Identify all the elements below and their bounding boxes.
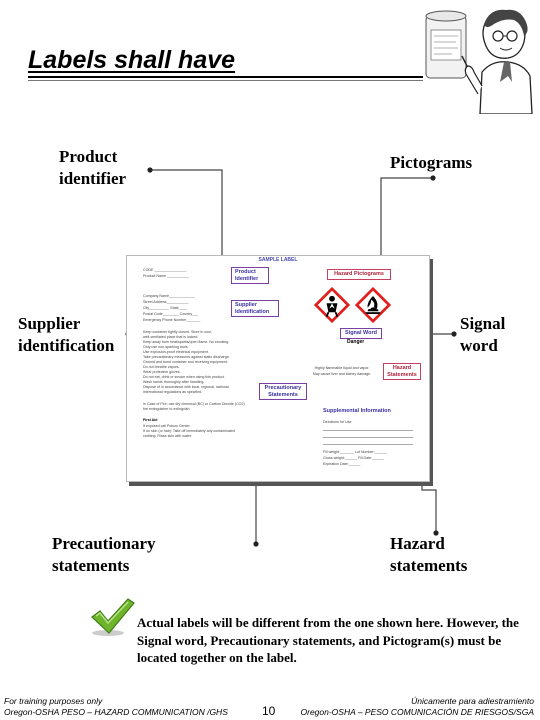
- first-aid-heading: First Aid: [143, 418, 158, 422]
- callout-pictograms: Pictograms: [390, 153, 473, 172]
- product-field-code: CODE ________________: [143, 268, 187, 272]
- callout-precautionary-statements: Precautionary statements: [52, 534, 156, 575]
- tag-hazard-statements: Hazard Statements: [383, 363, 421, 380]
- tag-hazard-pictograms: Hazard Pictograms: [327, 269, 391, 280]
- footer-right-line1: Únicamente para adiestramiento: [411, 696, 534, 706]
- supplier-field-postal: Postal Code________ Country___: [143, 312, 199, 316]
- title-rule: [28, 76, 423, 78]
- precaution-line: well-ventilated place that is locked.: [143, 335, 199, 339]
- precaution-line: fire extinguisher to extinguish.: [143, 407, 191, 411]
- precaution-line: international regulations as specified.: [143, 390, 203, 394]
- footer-left-line1: For training purposes only: [4, 696, 103, 706]
- callout-product-identifier: Product identifier: [59, 147, 127, 188]
- footer-right-line2: Oregon-OSHA – PESO COMUNICACIÓN DE RIESG…: [300, 707, 535, 717]
- health-hazard-icon: [314, 287, 350, 323]
- supplemental-line: Directions for Use: [323, 420, 352, 424]
- footer-right: Únicamente para adiestramiento Oregon-OS…: [301, 696, 535, 718]
- signal-word-danger: Danger: [347, 339, 365, 345]
- supplemental-rule: [323, 430, 413, 431]
- precaution-line: Ground and bond container and receiving …: [143, 360, 228, 364]
- tag-signal-word: Signal Word: [340, 328, 382, 339]
- professor-illustration: [425, 9, 533, 114]
- flame-icon: [355, 287, 391, 323]
- supplemental-line: Fill weight:_______ Lot Number:______: [323, 450, 387, 454]
- supplier-field-phone: Emergency Phone Number_______: [143, 318, 201, 322]
- tag-product-identifier: Product Identifier: [231, 267, 269, 284]
- precaution-line: If on skin (or hair): Take off immediate…: [143, 429, 235, 433]
- precaution-line: Take precautionary measures against stat…: [143, 355, 230, 359]
- supplemental-line: Expiration Date:______: [323, 462, 361, 466]
- precaution-line: Use explosion-proof electrical equipment…: [143, 350, 209, 354]
- precaution-line: Do not breathe vapors.: [143, 365, 180, 369]
- precaution-line: Wear protective gloves.: [143, 370, 181, 374]
- footer-left: For training purposes only Oregon-OSHA P…: [4, 696, 228, 718]
- precaution-line: Keep away from heat/sparks/open flame. N…: [143, 340, 230, 344]
- sample-label: SAMPLE LABEL CODE ________________ Produ…: [126, 255, 430, 482]
- sample-label-title: SAMPLE LABEL: [258, 257, 298, 263]
- supplemental-rule: [323, 437, 413, 438]
- precaution-line: Wash hands thoroughly after handling.: [143, 380, 205, 384]
- supplemental-line: Gross weight:______ Fill Date:______: [323, 456, 385, 460]
- title-rule-secondary: [28, 80, 423, 81]
- hazard-statement-line: May cause liver and kidney damage.: [312, 372, 372, 376]
- supplemental-rule: [323, 444, 413, 445]
- callout-signal-word: Signal word: [460, 314, 506, 355]
- precaution-line: Keep container tightly closed. Store in …: [143, 330, 212, 334]
- precaution-line: clothing. Rinse skin with water.: [143, 434, 192, 438]
- slide-title: Labels shall have: [28, 46, 236, 74]
- callout-hazard-statements: Hazard statements: [390, 534, 468, 575]
- footer-left-line2: Oregon-OSHA PESO – HAZARD COMMUNICATION …: [4, 707, 228, 717]
- supplemental-information-heading: Supplemental Information: [323, 408, 391, 414]
- supplier-field-street: Street Address___________: [143, 300, 189, 304]
- callout-supplier-identification: Supplier identification: [18, 314, 115, 355]
- precaution-line: Only use non-sparking tools.: [143, 345, 189, 349]
- precaution-line: Dispose of in accordance with local, reg…: [143, 385, 230, 389]
- hazard-statement-line: Highly flammable liquid and vapor.: [314, 366, 370, 370]
- supplier-field-company: Company Name_____________: [143, 294, 195, 298]
- checkmark-icon: [91, 598, 135, 636]
- precaution-line: In Case of Fire: use dry chemical (BC) o…: [143, 402, 245, 406]
- supplier-field-city: City__________ State____: [143, 306, 187, 310]
- precaution-line: Do not eat, drink or smoke when using th…: [143, 375, 225, 379]
- page-number: 10: [262, 704, 276, 718]
- label-note: Actual labels will be different from the…: [137, 615, 519, 665]
- product-field-name: Product Name ___________: [143, 274, 189, 278]
- precaution-line: If exposed call Poison Center.: [143, 424, 191, 428]
- tag-supplier-identification: Supplier Identification: [231, 300, 279, 317]
- tag-precautionary-statements: Precautionary Statements: [259, 383, 307, 400]
